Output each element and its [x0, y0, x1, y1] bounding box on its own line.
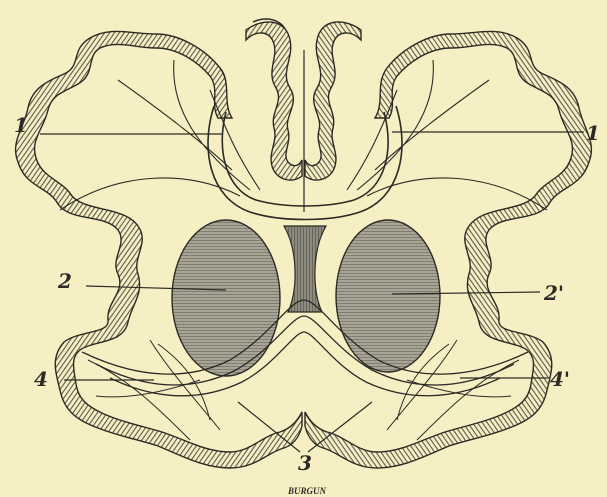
- left-central-body: [172, 220, 280, 376]
- lower-arch-inner: [110, 332, 500, 396]
- label-left-upper: 1: [14, 113, 28, 137]
- label-right-middle: 2': [543, 281, 564, 305]
- right-central-body: [336, 220, 440, 372]
- left-upper-gyrus: [246, 22, 302, 180]
- middle-commissure: [284, 226, 326, 312]
- label-right-lower: 4': [550, 367, 570, 391]
- label-left-lower: 4: [34, 367, 48, 391]
- left-fibre-lines: [60, 60, 260, 210]
- label-left-middle: 2: [57, 269, 72, 293]
- engraver-signature: BURGUN: [287, 486, 327, 496]
- label-right-upper: 1: [586, 121, 600, 145]
- right-upper-gyrus: [305, 22, 361, 180]
- label-bottom: 3: [298, 451, 312, 475]
- lower-arch-mid: [96, 316, 514, 385]
- right-fibre-lines: [347, 60, 547, 210]
